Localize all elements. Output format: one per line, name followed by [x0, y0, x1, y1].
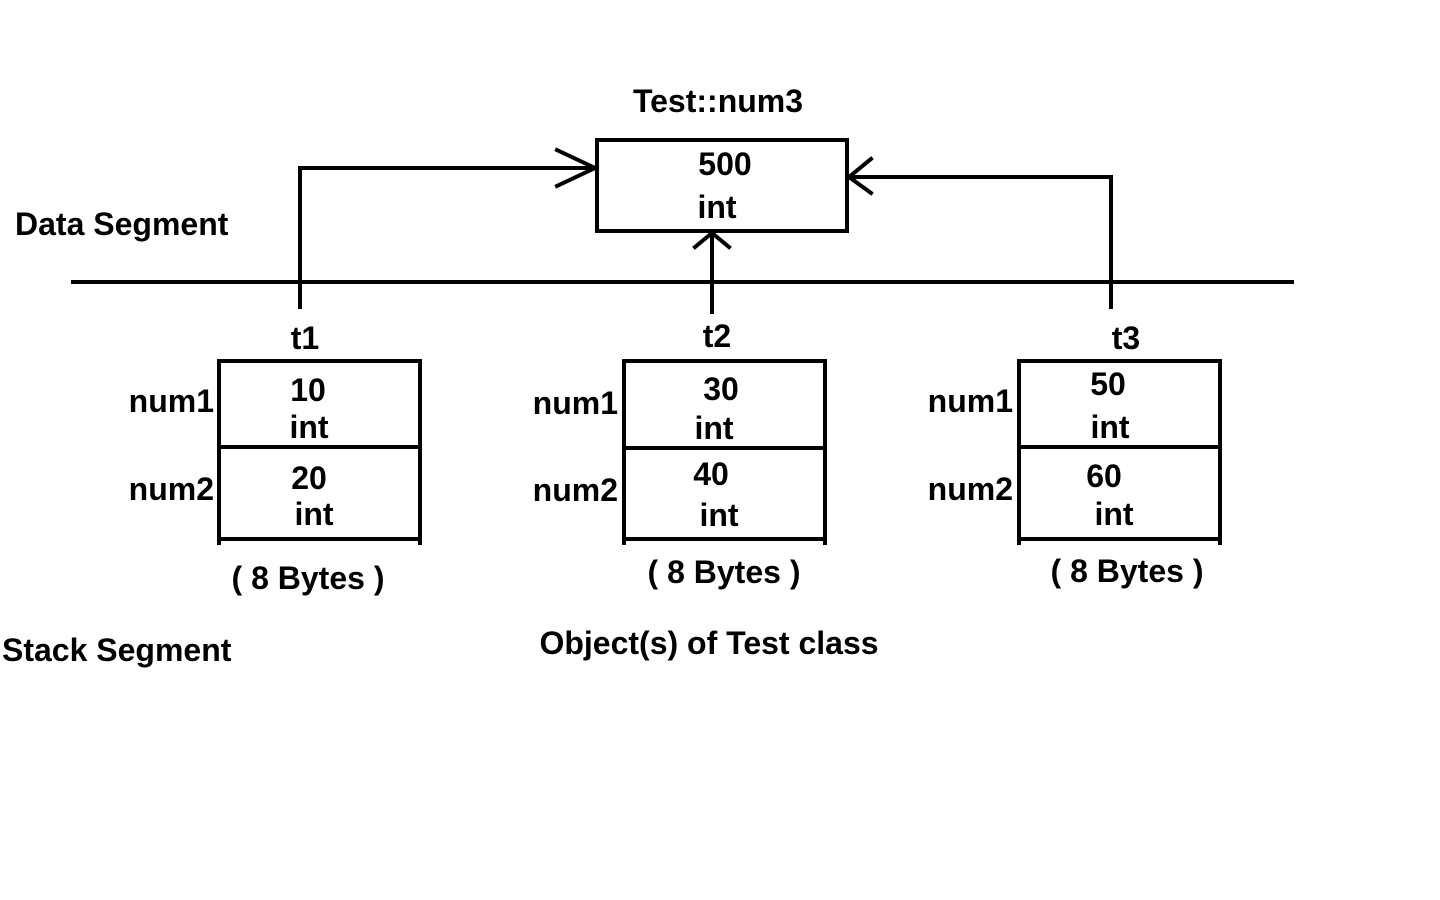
field-value-t2-num1: 30: [703, 371, 739, 407]
arrowhead-t1: [554, 147, 600, 189]
static-member-box: [595, 138, 849, 233]
object-size-t2: ( 8 Bytes ): [647, 554, 801, 590]
field-value-t2-num2: 40: [693, 456, 729, 492]
object-name-t2: t2: [702, 318, 732, 354]
field-value-t1-num1: 10: [290, 372, 326, 408]
stack-segment-label: Stack Segment: [2, 632, 232, 668]
object-box-t1: [217, 359, 422, 545]
arrow-t3-to-static: [847, 175, 1113, 309]
field-value-t3-num2: 60: [1086, 458, 1122, 494]
arrow-t1-to-static: [298, 166, 597, 309]
field-name-t3-num2: num2: [927, 471, 1013, 507]
object-name-t1: t1: [290, 320, 320, 356]
arrowhead-t2: [692, 230, 732, 250]
object-box-t2: [622, 359, 827, 545]
field-type-t3-num1: int: [1090, 409, 1130, 445]
field-type-t1-num2: int: [294, 496, 334, 532]
object-size-t1: ( 8 Bytes ): [231, 560, 385, 596]
static-member-value: 500: [698, 146, 752, 182]
object-size-t3: ( 8 Bytes ): [1050, 553, 1204, 589]
field-name-t1-num1: num1: [128, 383, 214, 419]
data-segment-label: Data Segment: [15, 206, 229, 242]
arrowhead-t3: [845, 156, 874, 196]
field-value-t1-num2: 20: [291, 460, 327, 496]
static-member-type: int: [697, 189, 737, 225]
field-type-t2-num1: int: [694, 410, 734, 446]
field-type-t2-num2: int: [699, 497, 739, 533]
field-name-t3-num1: num1: [927, 383, 1013, 419]
field-name-t2-num1: num1: [532, 385, 618, 421]
field-type-t1-num1: int: [289, 409, 329, 445]
field-name-t2-num2: num2: [532, 472, 618, 508]
object-name-t3: t3: [1111, 320, 1141, 356]
field-value-t3-num1: 50: [1090, 366, 1126, 402]
field-type-t3-num2: int: [1094, 496, 1134, 532]
field-name-t1-num2: num2: [128, 471, 214, 507]
objects-caption: Object(s) of Test class: [539, 625, 879, 661]
static-member-label: Test::num3: [632, 83, 804, 119]
object-box-t3: [1017, 359, 1222, 545]
